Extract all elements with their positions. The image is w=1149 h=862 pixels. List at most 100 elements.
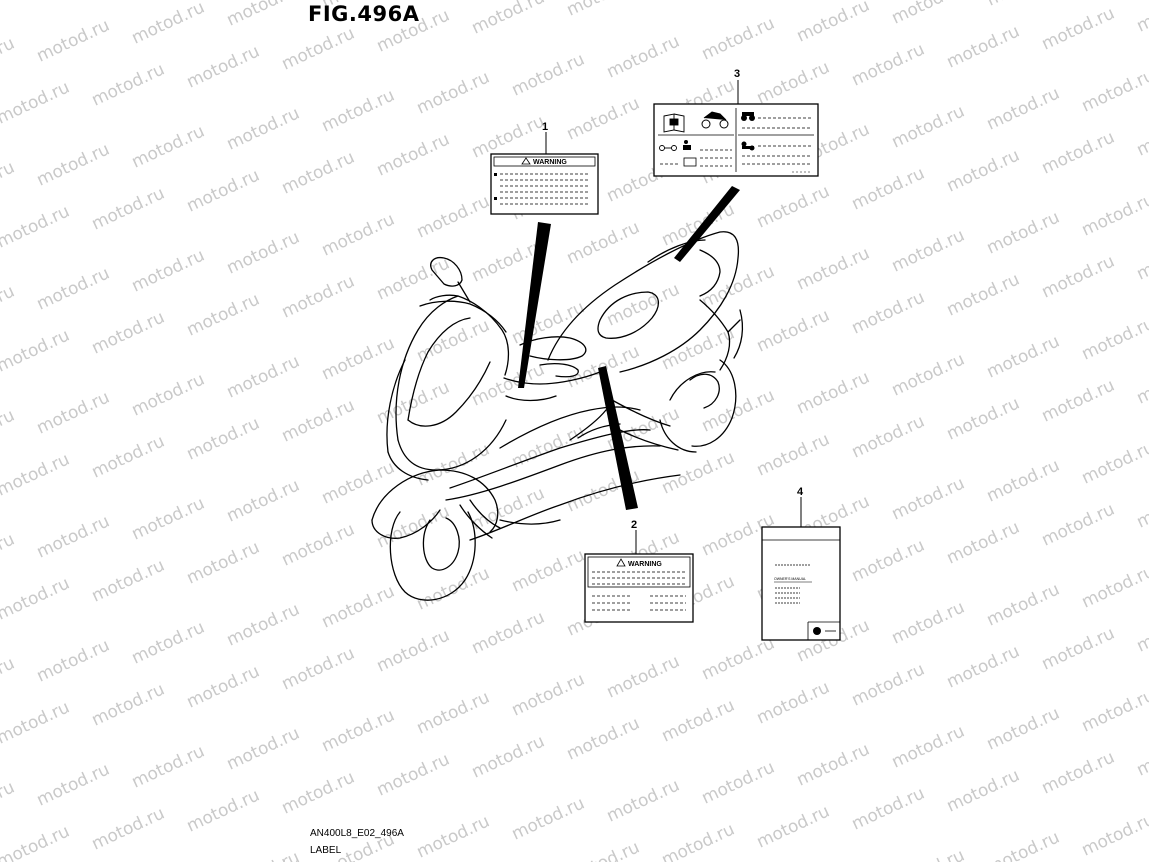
- label-4-title: OWNER'S MANUAL: [774, 577, 806, 581]
- figure-title: FIG.496A: [308, 2, 420, 26]
- watermark-text: motod.ru: [224, 351, 303, 402]
- watermark-text: motod.ru: [34, 511, 113, 562]
- watermark-text: motod.ru: [944, 145, 1023, 196]
- watermark-text: motod.ru: [319, 85, 398, 136]
- watermark-text: motod.ru: [224, 599, 303, 650]
- watermark-text: motod.ru: [279, 643, 358, 694]
- watermark-text: motod.ru: [1079, 685, 1149, 736]
- front-wheel: [389, 511, 476, 601]
- watermark-text: motod.ru: [129, 0, 208, 49]
- label-3: [653, 103, 819, 177]
- watermark-text: motod.ru: [699, 13, 778, 64]
- watermark-text: motod.ru: [319, 581, 398, 632]
- watermark-text: motod.ru: [1039, 499, 1118, 550]
- watermark-text: motod.ru: [0, 697, 73, 748]
- watermark-text: motod.ru: [129, 741, 208, 792]
- watermark-text: motod.ru: [604, 31, 683, 82]
- watermark-text: motod.ru: [509, 545, 588, 596]
- watermark-text: motod.ru: [984, 455, 1063, 506]
- watermark-text: motod.ru: [984, 827, 1063, 862]
- watermark-text: motod.ru: [414, 67, 493, 118]
- watermark-text: motod.ru: [1039, 3, 1118, 54]
- watermark-text: motod.ru: [224, 103, 303, 154]
- front-wheel-hub: [422, 517, 460, 571]
- watermark-text: motod.ru: [659, 199, 738, 250]
- watermark-text: motod.ru: [469, 731, 548, 782]
- watermark-text: motod.ru: [944, 765, 1023, 816]
- watermark-text: motod.ru: [414, 811, 493, 862]
- watermark-text: motod.ru: [1039, 747, 1118, 798]
- watermark-text: motod.ru: [279, 147, 358, 198]
- watermark-text: motod.ru: [1079, 65, 1149, 116]
- seat: [547, 231, 740, 373]
- watermark-text: motod.ru: [1079, 809, 1149, 860]
- watermark-text: motod.ru: [794, 739, 873, 790]
- watermark-text: motod.ru: [509, 297, 588, 348]
- watermark-text: motod.ru: [889, 845, 968, 862]
- watermark-text: motod.ru: [414, 687, 493, 738]
- leader-1-wedge: [518, 222, 551, 388]
- watermark-text: motod.ru: [849, 783, 928, 834]
- watermark-text: motod.ru: [0, 0, 73, 5]
- handlebar: [519, 336, 587, 361]
- watermark-text: motod.ru: [184, 289, 263, 340]
- watermark-text: motod.ru: [659, 695, 738, 746]
- watermark-text: motod.ru: [319, 333, 398, 384]
- watermark-text: motod.ru: [319, 457, 398, 508]
- watermark-text: motod.ru: [1039, 127, 1118, 178]
- watermark-text: motod.ru: [279, 395, 358, 446]
- scooter-icon: [741, 112, 755, 121]
- figure-name: LABEL: [310, 845, 342, 856]
- watermark-text: motod.ru: [944, 21, 1023, 72]
- watermark-text: motod.ru: [699, 757, 778, 808]
- watermark-text: motod.ru: [184, 41, 263, 92]
- watermark-text: motod.ru: [1039, 623, 1118, 674]
- book-icon: [663, 113, 685, 133]
- watermark-text: motod.ru: [184, 785, 263, 836]
- watermark-text: motod.ru: [564, 0, 643, 21]
- watermark-text: motod.ru: [984, 331, 1063, 382]
- watermark-text: motod.ru: [89, 59, 168, 110]
- mirror: [430, 256, 463, 287]
- watermark-text: motod.ru: [984, 579, 1063, 630]
- watermark-text: motod.ru: [89, 431, 168, 482]
- watermark-text: motod.ru: [224, 0, 303, 31]
- figure-code: AN400L8_E02_496A: [310, 828, 404, 839]
- watermark-text: motod.ru: [319, 209, 398, 260]
- watermark-text: motod.ru: [754, 801, 833, 852]
- watermark-text: motod.ru: [184, 537, 263, 588]
- watermark-text: motod.ru: [659, 0, 738, 3]
- watermark-text: motod.ru: [279, 271, 358, 322]
- watermark-text: motod.ru: [0, 201, 73, 252]
- watermark-text: motod.ru: [849, 287, 928, 338]
- watermark-text: motod.ru: [224, 723, 303, 774]
- watermark-text: motod.ru: [1134, 109, 1149, 160]
- watermark-text: motod.ru: [34, 263, 113, 314]
- watermark-text: motod.ru: [889, 0, 968, 29]
- watermark-text: motod.ru: [604, 651, 683, 702]
- watermark-text: motod.ru: [984, 703, 1063, 754]
- wrench-icon: [659, 145, 677, 151]
- watermark-text: motod.ru: [1079, 561, 1149, 612]
- watermark-text: motod.ru: [279, 519, 358, 570]
- watermark-text: motod.ru: [224, 475, 303, 526]
- leader-3-wedge: [674, 186, 740, 262]
- watermark-text: motod.ru: [129, 369, 208, 420]
- watermark-text: motod.ru: [754, 429, 833, 480]
- watermark-text: motod.ru: [564, 93, 643, 144]
- watermark-text: motod.ru: [794, 0, 873, 47]
- watermark-text: motod.ru: [509, 669, 588, 720]
- watermark-text: motod.ru: [699, 633, 778, 684]
- watermark-text: motod.ru: [754, 677, 833, 728]
- callout-4: 4: [797, 486, 804, 498]
- watermark-text: motod.ru: [0, 405, 18, 456]
- watermark-text: motod.ru: [604, 775, 683, 826]
- watermark-text: motod.ru: [889, 473, 968, 524]
- watermark-text: motod.ru: [129, 245, 208, 296]
- watermark-text: motod.ru: [0, 821, 73, 862]
- watermark-text: motod.ru: [414, 191, 493, 242]
- label-2: WARNING: [584, 553, 694, 623]
- watermark-text: motod.ru: [699, 385, 778, 436]
